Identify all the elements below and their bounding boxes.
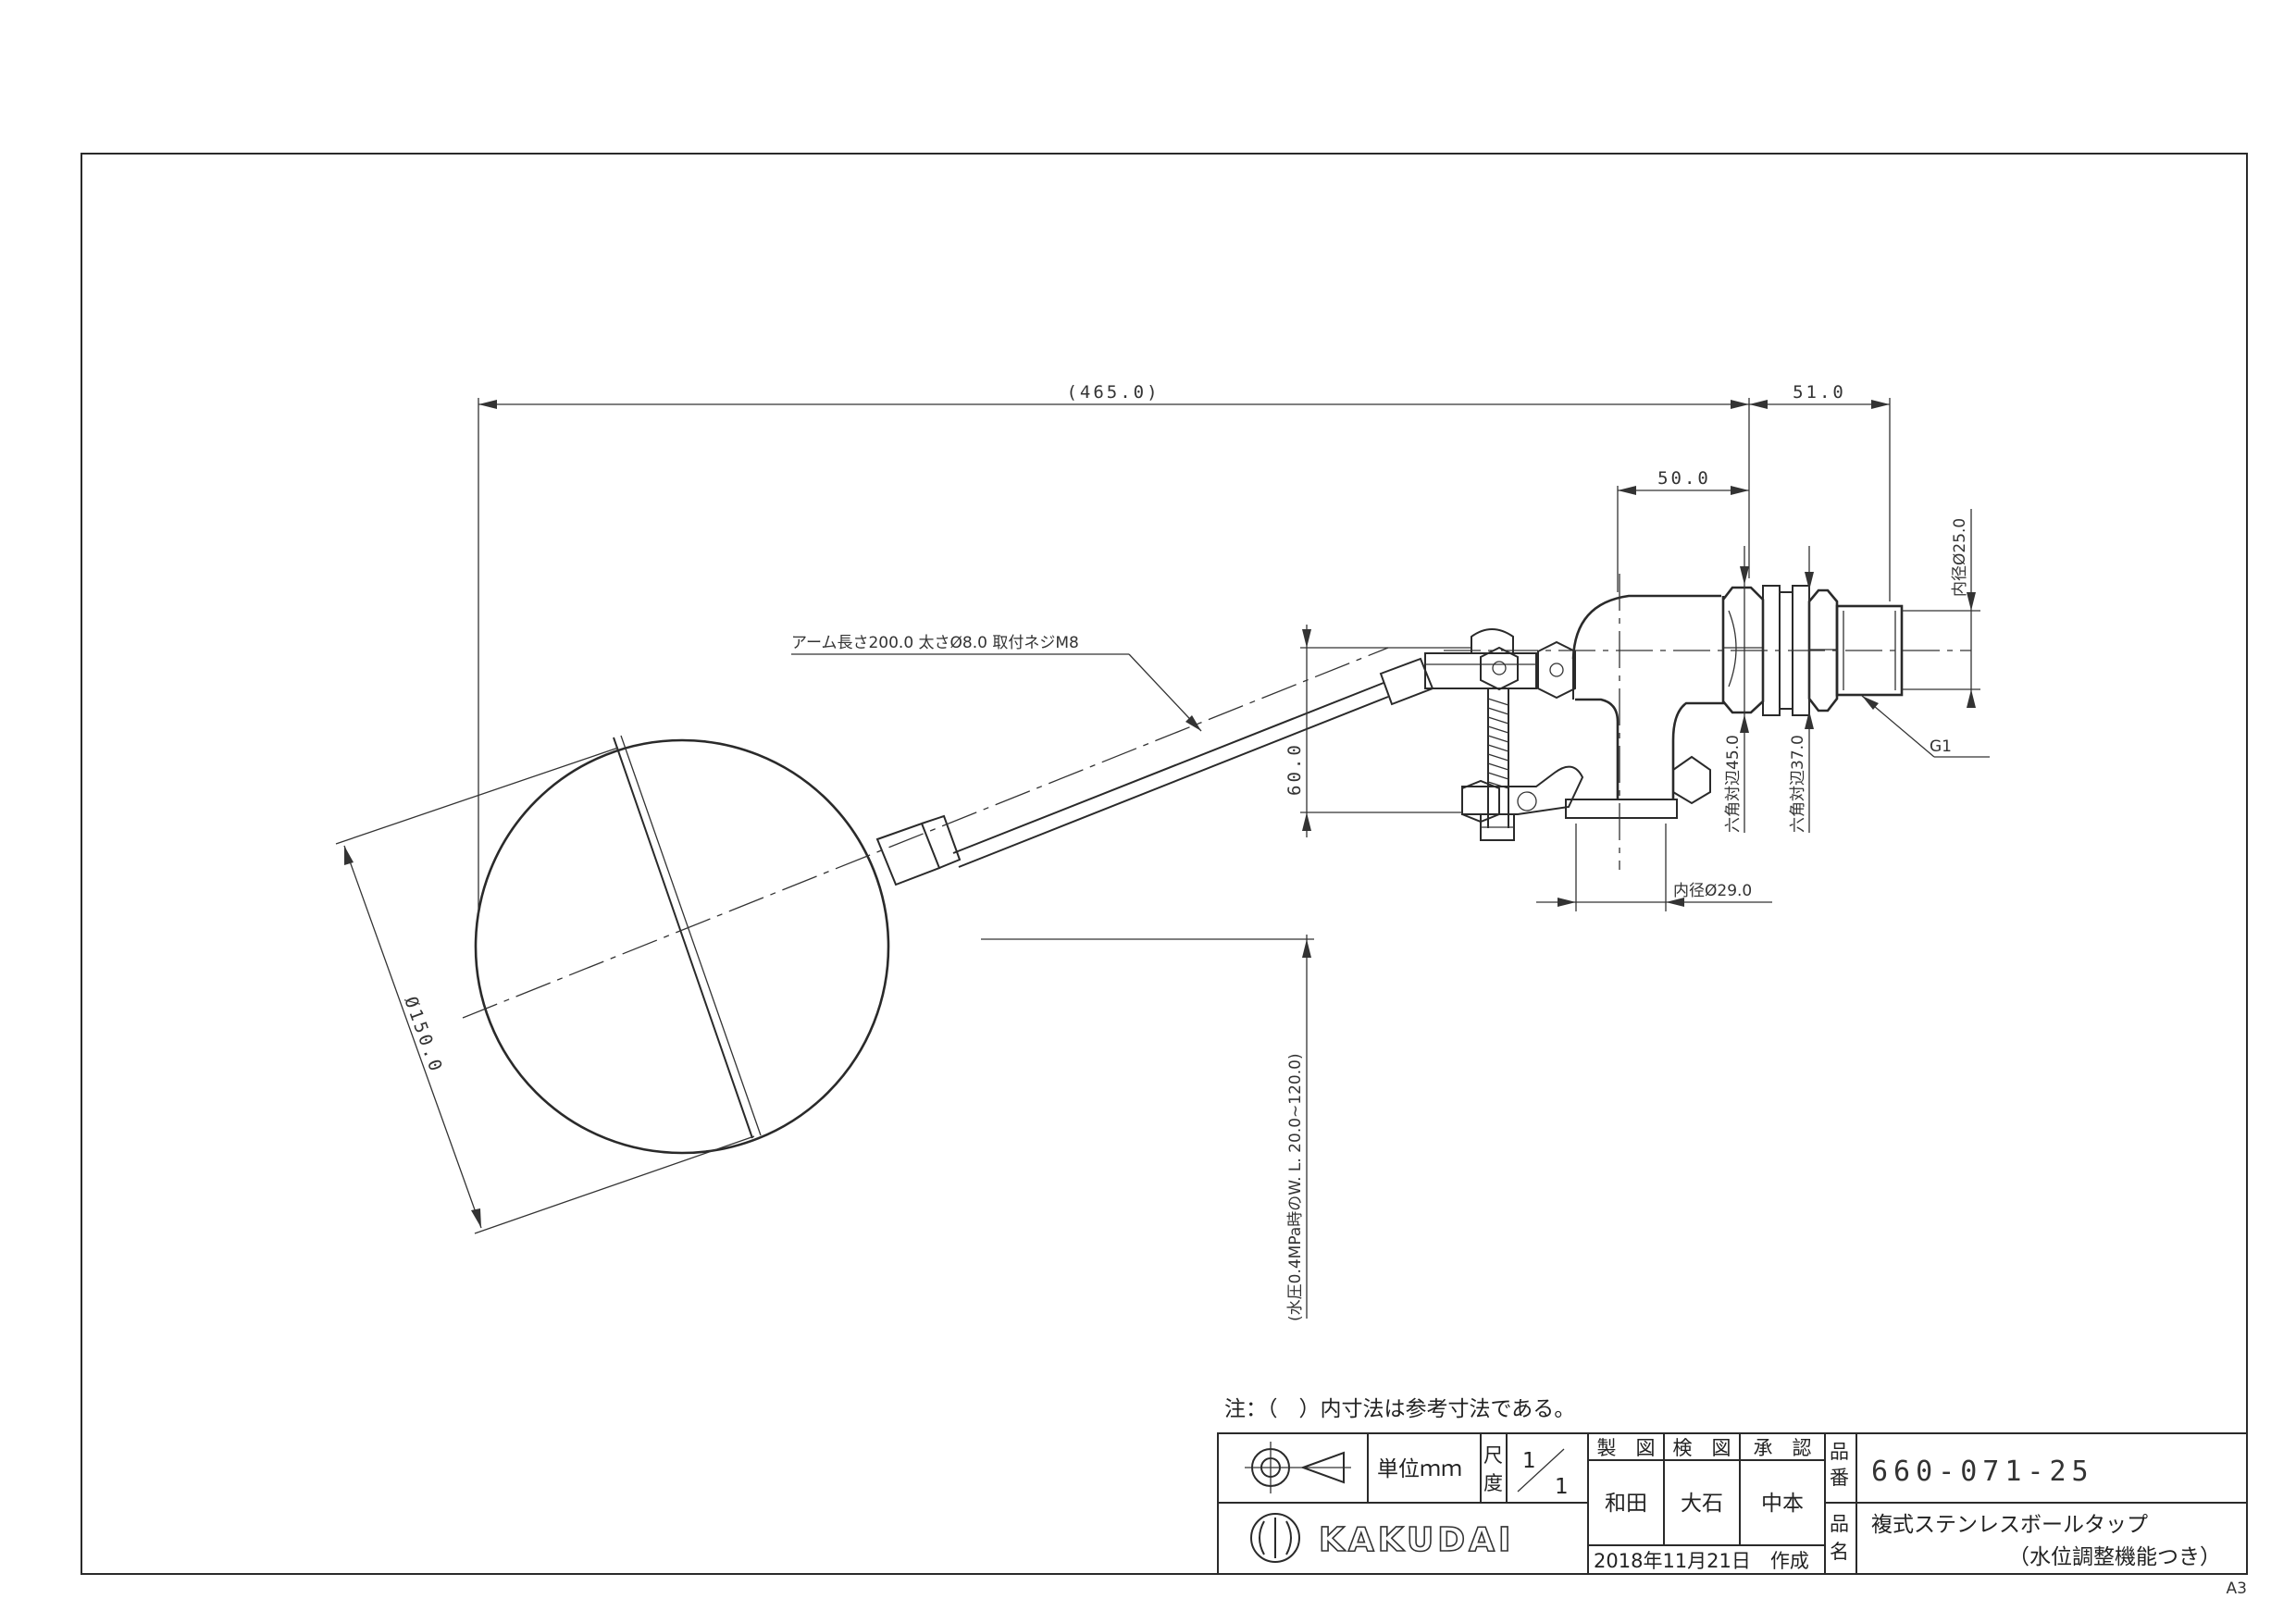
- dim-inner-dia-inlet: 内径Ø29.0: [1673, 882, 1752, 900]
- dim-hex-45: 六角対辺45.0: [1724, 735, 1743, 833]
- checked-by: 大石: [1681, 1492, 1723, 1516]
- drawing-frame: [81, 153, 2248, 1575]
- part-no-label-2: 番: [1830, 1467, 1849, 1489]
- drawn-by: 和田: [1605, 1492, 1647, 1516]
- checked-label: 検 図: [1673, 1437, 1731, 1459]
- approved-by: 中本: [1761, 1492, 1804, 1516]
- part-no-label-1: 品: [1830, 1441, 1849, 1463]
- scale-label-1: 尺: [1483, 1444, 1503, 1467]
- valve-body: [1424, 594, 1725, 841]
- dim-water-level: (水圧0.4MPa時のW. L. 20.0~120.0): [1286, 1053, 1305, 1321]
- dim-inner-dia-outlet: 内径Ø25.0: [1951, 518, 1969, 597]
- scale-label-2: 度: [1483, 1472, 1503, 1494]
- product-name: 複式ステンレスボールタップ: [1871, 1513, 2148, 1537]
- dim-hex-37: 六角対辺37.0: [1789, 735, 1807, 833]
- dim-overall-length: (465.0): [1066, 382, 1160, 403]
- note-text: 注：（ ）内寸法は参考寸法である。: [1224, 1397, 1575, 1421]
- dim-arm-note: アーム長さ200.0 太さØ8.0 取付ネジM8: [791, 634, 1079, 652]
- title-block: [1217, 1432, 2248, 1575]
- ball-centerline: [462, 647, 1389, 1019]
- name-label-1: 品: [1830, 1513, 1849, 1535]
- ball-float: [474, 735, 962, 1155]
- approved-label: 承 認: [1754, 1437, 1812, 1459]
- drawn-label: 製 図: [1597, 1437, 1656, 1459]
- created-date: 2018年11月21日 作成: [1594, 1550, 1809, 1572]
- scale-denominator: 1: [1555, 1475, 1569, 1499]
- name-label-2: 名: [1830, 1541, 1849, 1563]
- scale-numerator: 1: [1522, 1449, 1536, 1473]
- dim-body-length: 50.0: [1657, 468, 1711, 489]
- dim-thread: G1: [1930, 737, 1952, 756]
- sheet-size: A3: [2227, 1580, 2247, 1598]
- brand-logo: KAKUDAI: [1319, 1521, 1514, 1559]
- product-name-sub: （水位調整機能つき）: [2008, 1545, 2221, 1569]
- dim-outlet-length: 51.0: [1793, 382, 1846, 403]
- unit-label: 単位ｍｍ: [1377, 1457, 1462, 1481]
- float-arm: [952, 657, 1434, 868]
- part-number: 660-071-25: [1871, 1456, 2094, 1488]
- dim-offset-height: 60.0: [1285, 742, 1305, 796]
- dimension-lines: [335, 398, 1990, 1319]
- dim-ball-diameter: Ø150.0: [400, 994, 446, 1076]
